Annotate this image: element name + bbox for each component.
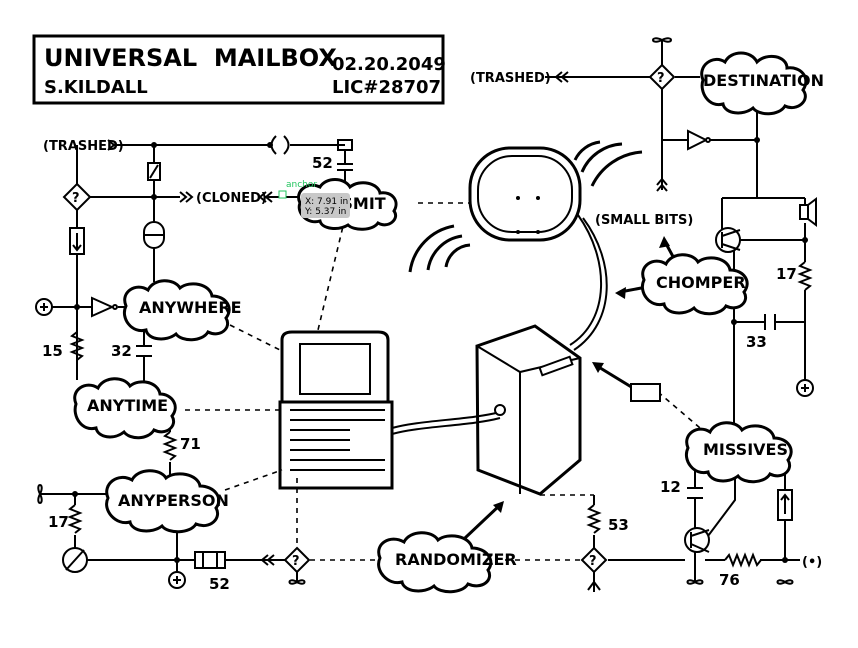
trashed-top-label: (TRASHED)	[470, 71, 551, 86]
capacitor-32	[136, 345, 152, 357]
cloud-destination: DESTINATION	[700, 51, 824, 116]
value-32: 32	[111, 342, 132, 360]
cloud-chomper: CHOMPER	[641, 253, 749, 316]
small-box	[630, 383, 661, 402]
cloud-randomizer-label: RANDOMIZER	[395, 550, 517, 569]
cloud-anytime: ANYTIME	[73, 377, 177, 440]
value-12: 12	[660, 478, 681, 496]
pointer-randomizer	[463, 503, 502, 540]
value-15: 15	[42, 342, 63, 360]
antenna-b4	[587, 581, 601, 592]
up-arrow-box	[777, 489, 793, 521]
resistor-53	[586, 504, 602, 534]
anchor-label: anchor	[286, 180, 317, 190]
cloud-missives: MISSIVES	[685, 421, 793, 484]
capacitor-33	[764, 314, 776, 330]
server-tower	[475, 324, 582, 496]
buffer-top-right	[687, 129, 709, 151]
svg-text:?: ?	[589, 554, 597, 569]
value-33: 33	[746, 333, 767, 351]
null-symbol	[62, 547, 88, 573]
dashed-links	[185, 202, 701, 561]
fuse-component	[194, 551, 226, 569]
cloud-anyperson-label: ANYPERSON	[118, 491, 229, 510]
trashed-left-label: (TRASHED)	[43, 139, 124, 154]
coordinate-readout	[301, 193, 350, 218]
diode-box-top	[147, 162, 161, 181]
decision-diamond-bottom-right: ?	[580, 546, 608, 574]
capacitor-52-top	[337, 163, 353, 171]
resistor-17-right	[797, 261, 813, 291]
date-text: 02.20.2049	[332, 54, 446, 75]
trashed-left-arrow	[107, 139, 116, 151]
svg-text:?: ?	[292, 554, 300, 569]
resistor-76	[724, 552, 762, 568]
cloud-anytime-label: ANYTIME	[87, 396, 168, 415]
svg-text:?: ?	[72, 191, 80, 206]
lamp-component	[143, 221, 165, 249]
plus-terminal-left	[35, 298, 53, 316]
pointer-missives	[596, 364, 634, 390]
plus-terminal-right	[796, 379, 814, 397]
cloud-anywhere: ANYWHERE	[123, 279, 242, 342]
value-17-right: 17	[776, 265, 797, 283]
value-52-top: 52	[312, 154, 333, 172]
resistor-15	[69, 331, 85, 380]
coord-y: Y: 5.37 in	[304, 207, 346, 217]
cloud-chomper-label: CHOMPER	[656, 273, 746, 292]
title-text: UNIVERSAL MAILBOX	[44, 44, 337, 72]
down-arrow-box	[69, 227, 85, 255]
title-block: UNIVERSAL MAILBOX S.KILDALL 02.20.2049 L…	[32, 34, 446, 105]
cloud-anyperson: ANYPERSON	[105, 469, 229, 534]
line-break-top	[270, 135, 290, 155]
terminal-computer	[278, 330, 501, 490]
transistor-right	[715, 227, 741, 253]
fork-trashed-top	[554, 71, 569, 83]
cloned-label: (CLONED)	[196, 191, 267, 206]
value-71: 71	[180, 435, 201, 453]
value-52-bottom: 52	[209, 575, 230, 593]
value-17-left: 17	[48, 513, 69, 531]
cap-cap	[337, 139, 353, 151]
capacitor-12	[687, 487, 703, 499]
title-frame	[32, 34, 445, 105]
antenna-left	[37, 484, 43, 504]
antenna-b1	[288, 579, 306, 585]
fork-randomizer	[260, 554, 275, 566]
cloud-missives-label: MISSIVES	[703, 440, 788, 459]
plus-terminal-bottom	[168, 571, 186, 589]
small-bits-label: (SMALL BITS)	[595, 213, 693, 228]
speaker-component	[799, 197, 817, 227]
value-53: 53	[608, 516, 629, 534]
resistor-71	[162, 431, 178, 461]
components: ? ? ? ?	[35, 37, 822, 592]
antenna-b3	[776, 579, 794, 585]
license-text: LIC#28707	[332, 77, 441, 98]
output-symbol: (•)	[802, 555, 822, 570]
fork-cloned-a	[179, 191, 194, 203]
antenna-top	[652, 37, 672, 43]
cloud-randomizer: RANDOMIZER	[377, 531, 517, 594]
cloud-destination-label: DESTINATION	[703, 71, 824, 90]
decision-diamond-left: ?	[62, 182, 92, 212]
cursor-tooltip: anchor X: 7.91 in Y: 5.37 in	[278, 180, 350, 218]
coord-x: X: 7.91 in	[305, 197, 348, 207]
decision-diamond-top: ?	[648, 63, 676, 91]
transistor-bottom	[684, 527, 710, 553]
anchor-handle[interactable]	[278, 190, 287, 199]
svg-text:?: ?	[657, 71, 665, 86]
antenna-b2	[686, 579, 704, 585]
decision-diamond-bottom-left: ?	[283, 546, 311, 574]
fork-cloned-b	[258, 191, 273, 203]
value-76: 76	[719, 571, 740, 589]
resistor-17-left	[67, 504, 83, 534]
transmitter-dish	[408, 140, 643, 273]
cloud-anywhere-label: ANYWHERE	[139, 298, 242, 317]
fork-small-bits	[656, 177, 668, 192]
author-text: S.KILDALL	[44, 77, 148, 98]
buffer-left	[91, 296, 115, 318]
